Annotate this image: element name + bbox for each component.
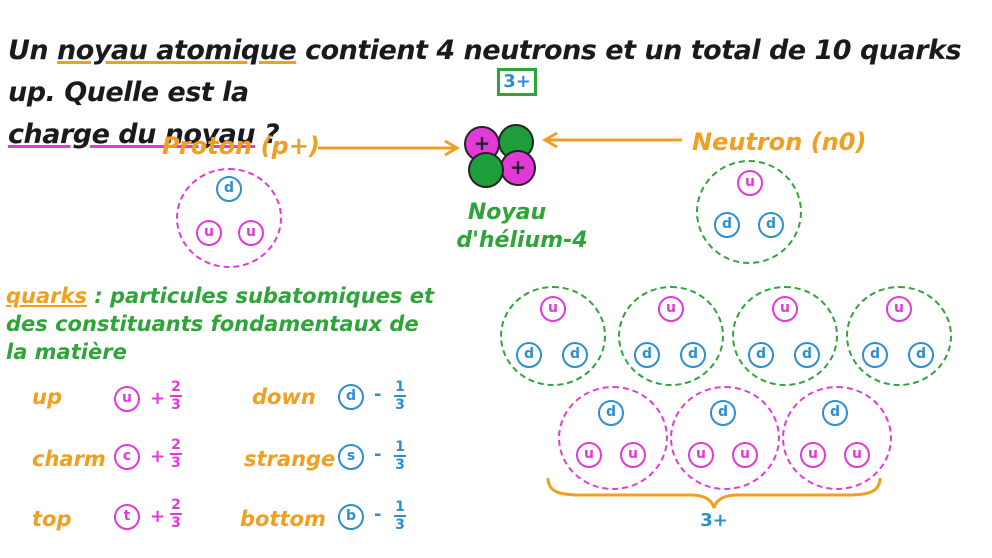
neutron-3-quark-d1: d [748, 342, 774, 368]
neutron-1-quark-d2: d [562, 342, 588, 368]
quark-sign-bottom: - [374, 504, 382, 525]
quark-name-strange: strange [244, 447, 336, 471]
quark-sign-up: + [150, 388, 166, 409]
fraction-bar [170, 453, 182, 455]
quark-name-top: top [32, 507, 72, 531]
denominator: 3 [395, 517, 405, 533]
numerator: 1 [395, 499, 405, 515]
proton-2-quark-d: d [710, 400, 736, 426]
neutron-4-quark-d1: d [862, 342, 888, 368]
noyau-atomique-phrase: noyau atomique [57, 35, 297, 66]
proton-3-quark-u2: u [844, 442, 870, 468]
quark-name-down: down [252, 385, 316, 409]
neutron-quark-d1: d [714, 212, 740, 238]
definition-text: particules subatomiques et des constitua… [6, 284, 434, 364]
question-part1: Un [8, 35, 58, 66]
quark-sign-top: + [150, 506, 166, 527]
quark-symbol-strange: s [338, 444, 364, 470]
fraction-bar [394, 515, 406, 517]
quark-sign-charm: + [150, 446, 166, 467]
neutron-2 [618, 286, 724, 386]
neutron-1-quark-u: u [540, 296, 566, 322]
quark-name-bottom: bottom [240, 507, 326, 531]
question-part3: ? [255, 119, 280, 150]
quark-symbol-top: t [114, 504, 140, 530]
proton-2 [670, 386, 780, 490]
helium-nucleus: + + [462, 122, 542, 192]
neutron-quark-u: u [737, 170, 763, 196]
numerator: 2 [171, 437, 181, 453]
denominator: 3 [171, 455, 181, 471]
charge-du-noyau-phrase: charge du noyau [8, 119, 256, 150]
nucleus-neutron-2 [468, 152, 504, 188]
neutron-3-quark-d2: d [794, 342, 820, 368]
proton-3-quark-u1: u [800, 442, 826, 468]
denominator: 3 [171, 397, 181, 413]
quarks-definition: quarks : particules subatomiques et des … [6, 282, 446, 366]
proton-quark-d: d [216, 176, 242, 202]
proton-label: Proton (p+) [162, 132, 320, 160]
quark-name-charm: charm [32, 447, 106, 471]
neutron-4-quark-u: u [886, 296, 912, 322]
proton-quark-u2: u [238, 220, 264, 246]
nucleus-label-line2: d'hélium-4 [456, 228, 588, 253]
quark-sign-strange: - [374, 444, 382, 465]
quark-symbol-bottom: b [338, 504, 364, 530]
neutron-bubble [696, 160, 802, 264]
definition-separator: : [86, 284, 111, 308]
neutron-1 [500, 286, 606, 386]
proton-3 [782, 386, 892, 490]
nucleus-label-line1: Noyau [467, 200, 547, 225]
proton-1-quark-u1: u [576, 442, 602, 468]
quark-name-up: up [32, 385, 62, 409]
question-text: Un noyau atomique contient 4 neutrons et… [8, 30, 988, 156]
neutron-3-quark-u: u [772, 296, 798, 322]
proton-2-quark-u2: u [732, 442, 758, 468]
numerator: 1 [395, 439, 405, 455]
fraction-bar [170, 395, 182, 397]
quarks-term: quarks [6, 284, 87, 308]
denominator: 3 [171, 515, 181, 531]
neutron-1-quark-d1: d [516, 342, 542, 368]
nucleus-proton-2: + [500, 150, 536, 186]
quark-symbol-up: u [114, 386, 140, 412]
neutron-quark-d2: d [758, 212, 784, 238]
neutron-2-quark-u: u [658, 296, 684, 322]
proton-1-quark-u2: u [620, 442, 646, 468]
proton-quark-u1: u [196, 220, 222, 246]
proton-1 [558, 386, 668, 490]
answer-box: 3+ [497, 68, 537, 96]
fraction-bar [170, 513, 182, 515]
quark-symbol-down: d [338, 384, 364, 410]
proton-1-quark-d: d [598, 400, 624, 426]
total-charge: 3+ [700, 510, 728, 531]
proton-bubble [176, 168, 282, 268]
fraction-bar [394, 455, 406, 457]
neutron-2-quark-d2: d [680, 342, 706, 368]
quark-symbol-charm: c [114, 444, 140, 470]
numerator: 2 [171, 497, 181, 513]
fraction-bar [394, 395, 406, 397]
neutron-4 [846, 286, 952, 386]
neutron-2-quark-d1: d [634, 342, 660, 368]
neutron-label: Neutron (n0) [692, 128, 867, 156]
denominator: 3 [395, 397, 405, 413]
proton-2-quark-u1: u [688, 442, 714, 468]
quark-sign-down: - [374, 384, 382, 405]
neutron-3 [732, 286, 838, 386]
proton-3-quark-d: d [822, 400, 848, 426]
numerator: 2 [171, 379, 181, 395]
question-part2: contient 4 neutrons et un total de 10 qu… [8, 35, 962, 108]
neutron-4-quark-d2: d [908, 342, 934, 368]
numerator: 1 [395, 379, 405, 395]
denominator: 3 [395, 457, 405, 473]
